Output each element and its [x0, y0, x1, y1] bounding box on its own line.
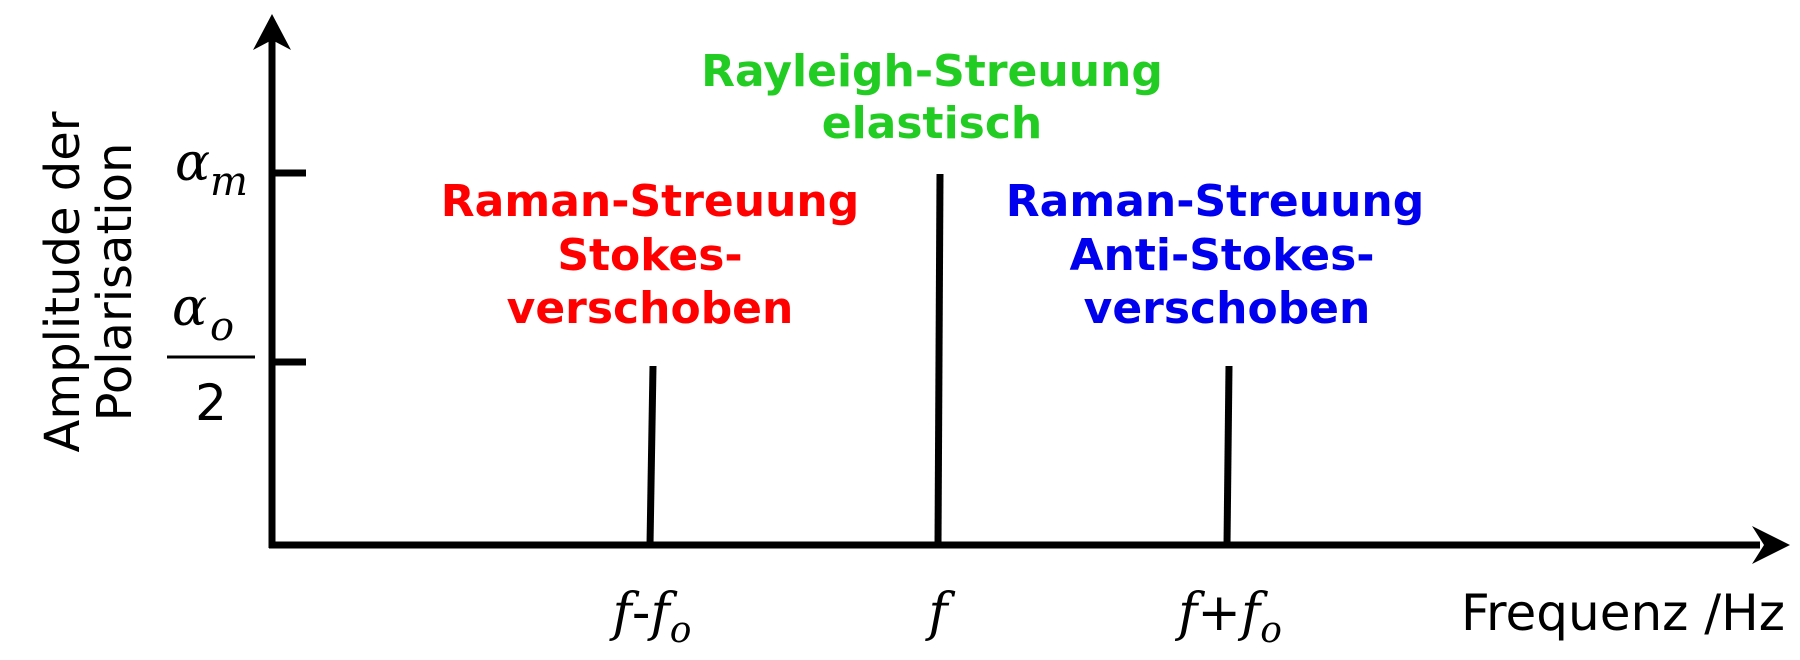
rayleigh-line1: Rayleigh-Streuung — [701, 46, 1163, 97]
x-tick-label-f-plus-fo: f+fo — [1174, 583, 1282, 651]
stokes-label: Raman-Streuung Stokes- verschoben — [441, 176, 859, 334]
peak-anti-stokes — [1223, 365, 1233, 546]
x-axis-label: Frequenz /Hz — [1461, 584, 1785, 642]
y-axis-arrowhead — [253, 14, 291, 50]
x-axis-arrowhead — [1752, 526, 1790, 564]
stokes-line2: Stokes- — [557, 230, 742, 281]
rayleigh-line2: elastisch — [822, 98, 1043, 149]
x-tick-label-f: f — [924, 583, 955, 643]
anti-stokes-line3: verschoben — [1084, 283, 1371, 334]
peak-rayleigh — [934, 173, 944, 546]
anti-stokes-label: Raman-Streuung Anti-Stokes- verschoben — [1006, 176, 1424, 334]
anti-stokes-line2: Anti-Stokes- — [1069, 230, 1374, 281]
peak-stokes — [646, 365, 657, 546]
alpha-m-symbol: α — [175, 133, 210, 193]
alpha-o-symbol: α — [172, 278, 207, 338]
alpha-m-subscript: m — [210, 159, 248, 205]
y-tick-label-alpha-m: α m — [175, 133, 248, 205]
alpha-o-subscript: o — [210, 304, 234, 350]
stokes-line1: Raman-Streuung — [441, 176, 859, 227]
y-tick-label-alpha-o-half: α o 2 — [167, 278, 255, 432]
x-tick-label-f-minus-fo: f-fo — [609, 583, 692, 651]
anti-stokes-line1: Raman-Streuung — [1006, 176, 1424, 227]
y-axis-label-line2: Polarisation — [87, 143, 143, 422]
rayleigh-label: Rayleigh-Streuung elastisch — [701, 46, 1163, 149]
alpha-o-denominator: 2 — [195, 374, 227, 432]
y-axis-label-line1: Amplitude der — [35, 111, 91, 452]
stokes-line3: verschoben — [507, 283, 794, 334]
